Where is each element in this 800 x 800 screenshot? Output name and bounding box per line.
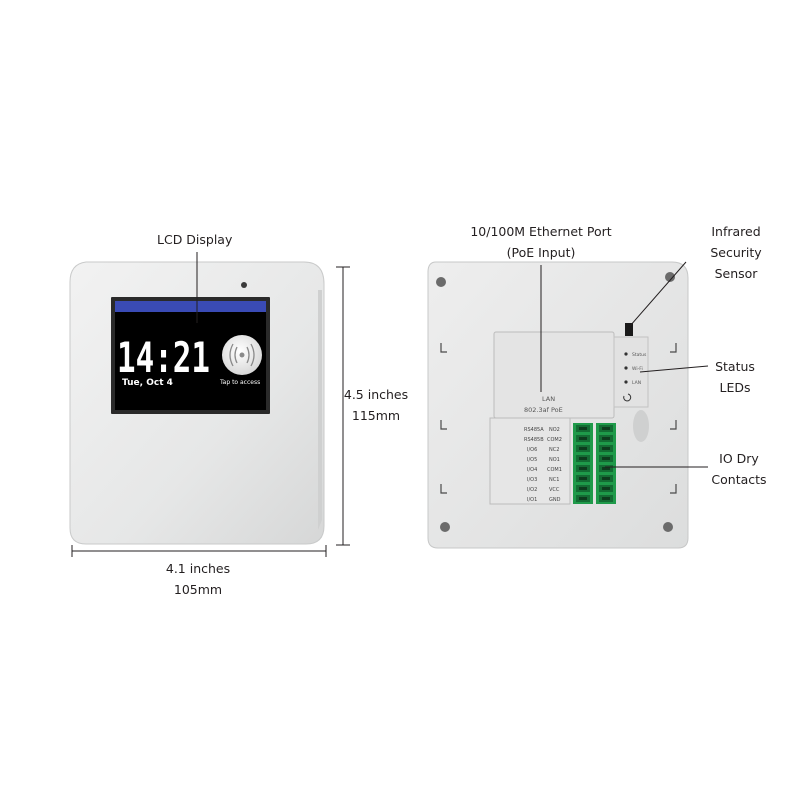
led-label-status: Status [632, 352, 647, 358]
terminal-housing [489, 417, 571, 505]
infrared-leader-line [629, 261, 687, 327]
terminal-labels-left: RS485A RS485B I/O6 I/O5 I/O4 I/O3 I/O2 I… [524, 427, 544, 503]
terminal-label: NO2 [549, 427, 560, 433]
terminal-label: I/O2 [527, 487, 537, 493]
terminal-hole [602, 487, 610, 490]
terminal-label: I/O4 [527, 467, 537, 473]
back-device: LAN 802.3af PoE Status Wi-Fi LAN RS485A … [427, 261, 689, 549]
terminal-label: I/O1 [527, 497, 537, 503]
infrared-sensor [625, 323, 633, 336]
terminal-hole [602, 497, 610, 500]
front-device: 14:21 Tue, Oct 4 Tap to access [69, 261, 325, 545]
status-led-group: Status Wi-Fi LAN [623, 352, 647, 402]
poe-label: 802.3af PoE [524, 406, 563, 414]
infrared-sensor-label: Infrared Security Sensor [710, 224, 762, 281]
terminal-label: NC1 [549, 477, 559, 483]
height-dimension [336, 266, 350, 546]
width-dimension-label: 4.1 inches 105mm [165, 561, 231, 597]
screw-bottom-left [440, 522, 450, 532]
lcd-status-bar [115, 301, 266, 312]
terminal-hole [602, 457, 610, 460]
height-dimension-label: 4.5 inches 115mm [343, 387, 409, 423]
terminal-hole [602, 477, 610, 480]
terminal-label: NC2 [549, 447, 559, 453]
back-mount-slot [633, 410, 649, 442]
screw-top-right [665, 272, 675, 282]
terminal-label: NO1 [549, 457, 560, 463]
terminal-label: RS485A [524, 427, 544, 433]
terminal-hole [579, 447, 587, 450]
lan-label: LAN [542, 395, 555, 403]
terminal-hole [579, 437, 587, 440]
terminal-label: COM2 [547, 437, 562, 443]
terminal-labels-right: NO2 COM2 NC2 NO1 COM1 NC1 VCC GND [547, 427, 562, 503]
reset-icon[interactable] [623, 393, 632, 402]
terminal-hole [602, 427, 610, 430]
io-contacts-label: IO Dry Contacts [711, 451, 767, 487]
led-label-lan: LAN [632, 380, 641, 386]
io-terminal-blocks [573, 423, 616, 504]
terminal-hole [579, 497, 587, 500]
terminal-block [573, 423, 593, 504]
terminal-label: I/O5 [527, 457, 537, 463]
terminal-block [596, 423, 616, 504]
terminal-label: RS485B [524, 437, 544, 443]
screw-bottom-right [663, 522, 673, 532]
back-leader-lines [540, 261, 709, 468]
nfc-wave-icon [229, 343, 255, 367]
lcd-display-label: LCD Display [157, 232, 233, 247]
screw-top-left [436, 277, 446, 287]
width-dimension [71, 545, 327, 557]
terminal-hole [579, 457, 587, 460]
terminal-label: VCC [549, 487, 560, 493]
terminal-label: GND [549, 497, 561, 503]
terminal-hole [602, 467, 610, 470]
terminal-hole [579, 477, 587, 480]
lcd-tap-text: Tap to access [219, 379, 260, 386]
front-sensor-dot [241, 282, 247, 288]
terminal-hole [579, 487, 587, 490]
lcd-time: 14:21 [117, 333, 210, 382]
terminal-hole [579, 467, 587, 470]
mounting-brackets [440, 343, 677, 494]
status-led [624, 352, 628, 356]
terminal-label: I/O3 [527, 477, 537, 483]
lan-led [624, 380, 628, 384]
front-edge-shadow [318, 290, 322, 530]
terminal-hole [579, 427, 587, 430]
terminal-label: I/O6 [527, 447, 537, 453]
terminal-hole [602, 437, 610, 440]
ethernet-port-label: 10/100M Ethernet Port (PoE Input) [470, 224, 612, 260]
status-leader-line [639, 365, 709, 373]
led-label-wifi: Wi-Fi [632, 366, 643, 372]
wifi-led [624, 366, 628, 370]
lcd-date: Tue, Oct 4 [122, 378, 173, 388]
terminal-hole [602, 447, 610, 450]
status-leds-label: Status LEDs [715, 359, 755, 395]
terminal-label: COM1 [547, 467, 562, 473]
